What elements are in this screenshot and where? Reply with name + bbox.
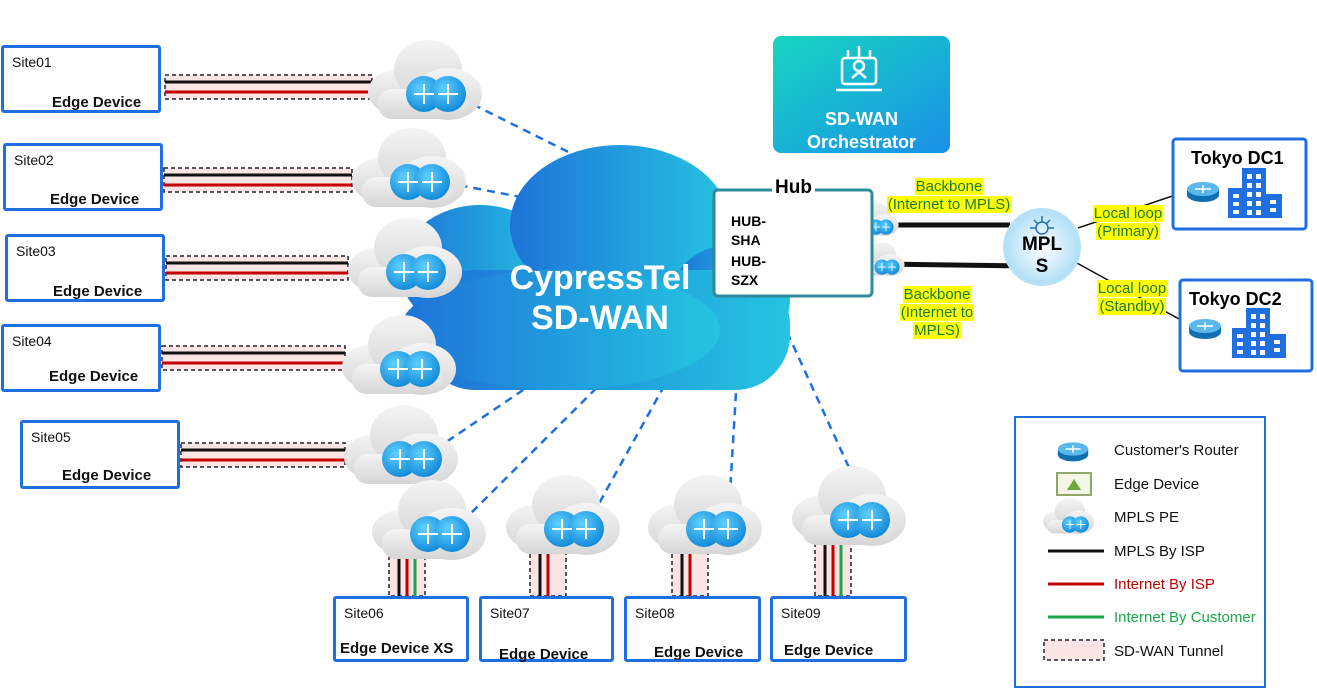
edge-device-label: Edge Device <box>53 283 143 300</box>
mpls-pe-router-icon <box>389 163 451 201</box>
hub-szx-line1: HUB- <box>731 253 766 269</box>
cloud-title-line1: CypressTel <box>509 259 691 297</box>
site05-box[interactable]: Site05 Edge Device <box>20 420 180 489</box>
local-primary-line2: (Primary) <box>1096 223 1160 240</box>
edge-device-label: Edge Device <box>654 644 744 661</box>
sdwan-tunnel <box>164 74 373 100</box>
customer-router-icon <box>1057 442 1089 462</box>
legend-internet-customer-label: Internet By Customer <box>1114 609 1256 626</box>
backbone-top-label: Backbone (Internet to MPLS) <box>878 178 1020 214</box>
tokyo-dc2-title: Tokyo DC2 <box>1189 289 1282 309</box>
site07-box[interactable]: Site07 Edge Device <box>479 596 614 663</box>
hub-sha-label: HUB- SHA <box>731 212 766 250</box>
mpls-label: MPL S <box>1012 234 1072 278</box>
mpls-pe-router-icon <box>405 75 467 113</box>
cloud-title: CypressTel SD-WAN <box>480 258 720 338</box>
legend-edge-label: Edge Device <box>1114 476 1200 493</box>
legend-internet-isp-label: Internet By ISP <box>1114 576 1215 593</box>
backbone-bottom-line2: (Internet to <box>899 304 975 321</box>
backbone-bottom-line3: MPLS) <box>913 322 961 339</box>
orchestrator-icon <box>836 46 882 92</box>
edge-device-label: Edge Device <box>784 642 874 659</box>
site09-box[interactable]: Site09 Edge Device <box>770 596 907 662</box>
orchestrator-box[interactable] <box>773 36 950 153</box>
mpls-line2: S <box>1035 256 1049 277</box>
site04-box[interactable]: Site04 Edge Device <box>1 324 161 392</box>
legend-tunnel-swatch <box>1043 639 1105 661</box>
orchestrator-line1: SD-WAN <box>825 109 898 129</box>
site-name: Site09 <box>781 605 821 621</box>
edge-device-label: Edge Device <box>49 368 139 385</box>
edge-device-label: Edge Device <box>50 191 140 208</box>
hub-szx-line2: SZX <box>731 272 759 288</box>
site03-box[interactable]: Site03 Edge Device <box>5 234 165 302</box>
sdwan-tunnel <box>163 167 353 193</box>
sdwan-tunnel <box>165 255 349 281</box>
mpls-line1: MPL <box>1021 234 1063 255</box>
local-loop-primary-label: Local loop (Primary) <box>1086 205 1170 241</box>
edge-device-label: Edge Device XS <box>340 640 454 657</box>
site08-box[interactable]: Site08 Edge Device <box>624 596 761 662</box>
cloud-title-line2: SD-WAN <box>531 299 669 337</box>
mpls-pe-router-icon <box>381 440 443 478</box>
hub-sha-line2: SHA <box>731 232 761 248</box>
site-name: Site01 <box>12 54 52 70</box>
site06-box[interactable]: Site06 Edge Device XS <box>333 596 469 662</box>
orchestrator-line2: Orchestrator <box>806 132 917 152</box>
mpls-pe-router-icon <box>385 253 447 291</box>
mpls-core-icon <box>1003 208 1081 286</box>
backbone-top-line1: Backbone <box>914 178 984 195</box>
mpls-pe-router-icon <box>543 510 605 548</box>
mpls-pe-router-icon <box>379 350 441 388</box>
datacenter-building-icon <box>1232 308 1286 358</box>
hub-sha-line1: HUB- <box>731 213 766 229</box>
sdwan-tunnel <box>180 442 346 468</box>
legend-mpls-isp-label: MPLS By ISP <box>1114 543 1205 560</box>
edge-device-label: Edge Device <box>62 467 152 484</box>
site-name: Site08 <box>635 605 675 621</box>
customer-router-icon <box>1187 182 1219 202</box>
site-name: Site04 <box>12 333 52 349</box>
mpls-pe-router-icon <box>829 501 891 539</box>
site-name: Site05 <box>31 429 71 445</box>
cypresstel-cloud <box>400 145 790 390</box>
site-name: Site06 <box>344 605 384 621</box>
legend-mpls-pe-label: MPLS PE <box>1114 509 1180 526</box>
mpls-pe-router-icon <box>685 510 747 548</box>
hub-szx-label: HUB- SZX <box>731 252 766 290</box>
site-name: Site07 <box>490 605 530 621</box>
legend-edge-device-icon <box>1056 472 1092 496</box>
edge-device-label: Edge Device <box>499 646 589 663</box>
legend-router-label: Customer's Router <box>1114 442 1239 459</box>
orchestrator-label: SD-WAN Orchestrator <box>773 108 950 154</box>
site02-box[interactable]: Site02 Edge Device <box>3 143 163 211</box>
local-primary-line1: Local loop <box>1092 205 1164 222</box>
local-loop-standby-label: Local loop (Standby) <box>1090 280 1174 316</box>
customer-router-icon <box>1189 319 1221 339</box>
backbone-bottom-line1: Backbone <box>902 286 972 303</box>
backbone-top-line2: (Internet to MPLS) <box>886 196 1012 213</box>
hub-title: Hub <box>772 177 815 199</box>
tokyo-dc1-title: Tokyo DC1 <box>1191 148 1284 168</box>
local-standby-line1: Local loop <box>1096 280 1168 297</box>
site-name: Site03 <box>16 243 56 259</box>
datacenter-building-icon <box>1228 168 1282 218</box>
site01-box[interactable]: Site01 Edge Device <box>1 45 161 113</box>
edge-device-label: Edge Device <box>52 94 142 111</box>
mpls-pe-router-icon <box>409 515 471 553</box>
mpls-network-glyph <box>1030 216 1054 235</box>
backbone-bottom-label: Backbone (Internet to MPLS) <box>882 286 992 340</box>
local-standby-line2: (Standby) <box>1098 298 1166 315</box>
sdwan-tunnel <box>161 345 346 371</box>
site-name: Site02 <box>14 152 54 168</box>
legend-tunnel-label: SD-WAN Tunnel <box>1114 643 1224 660</box>
